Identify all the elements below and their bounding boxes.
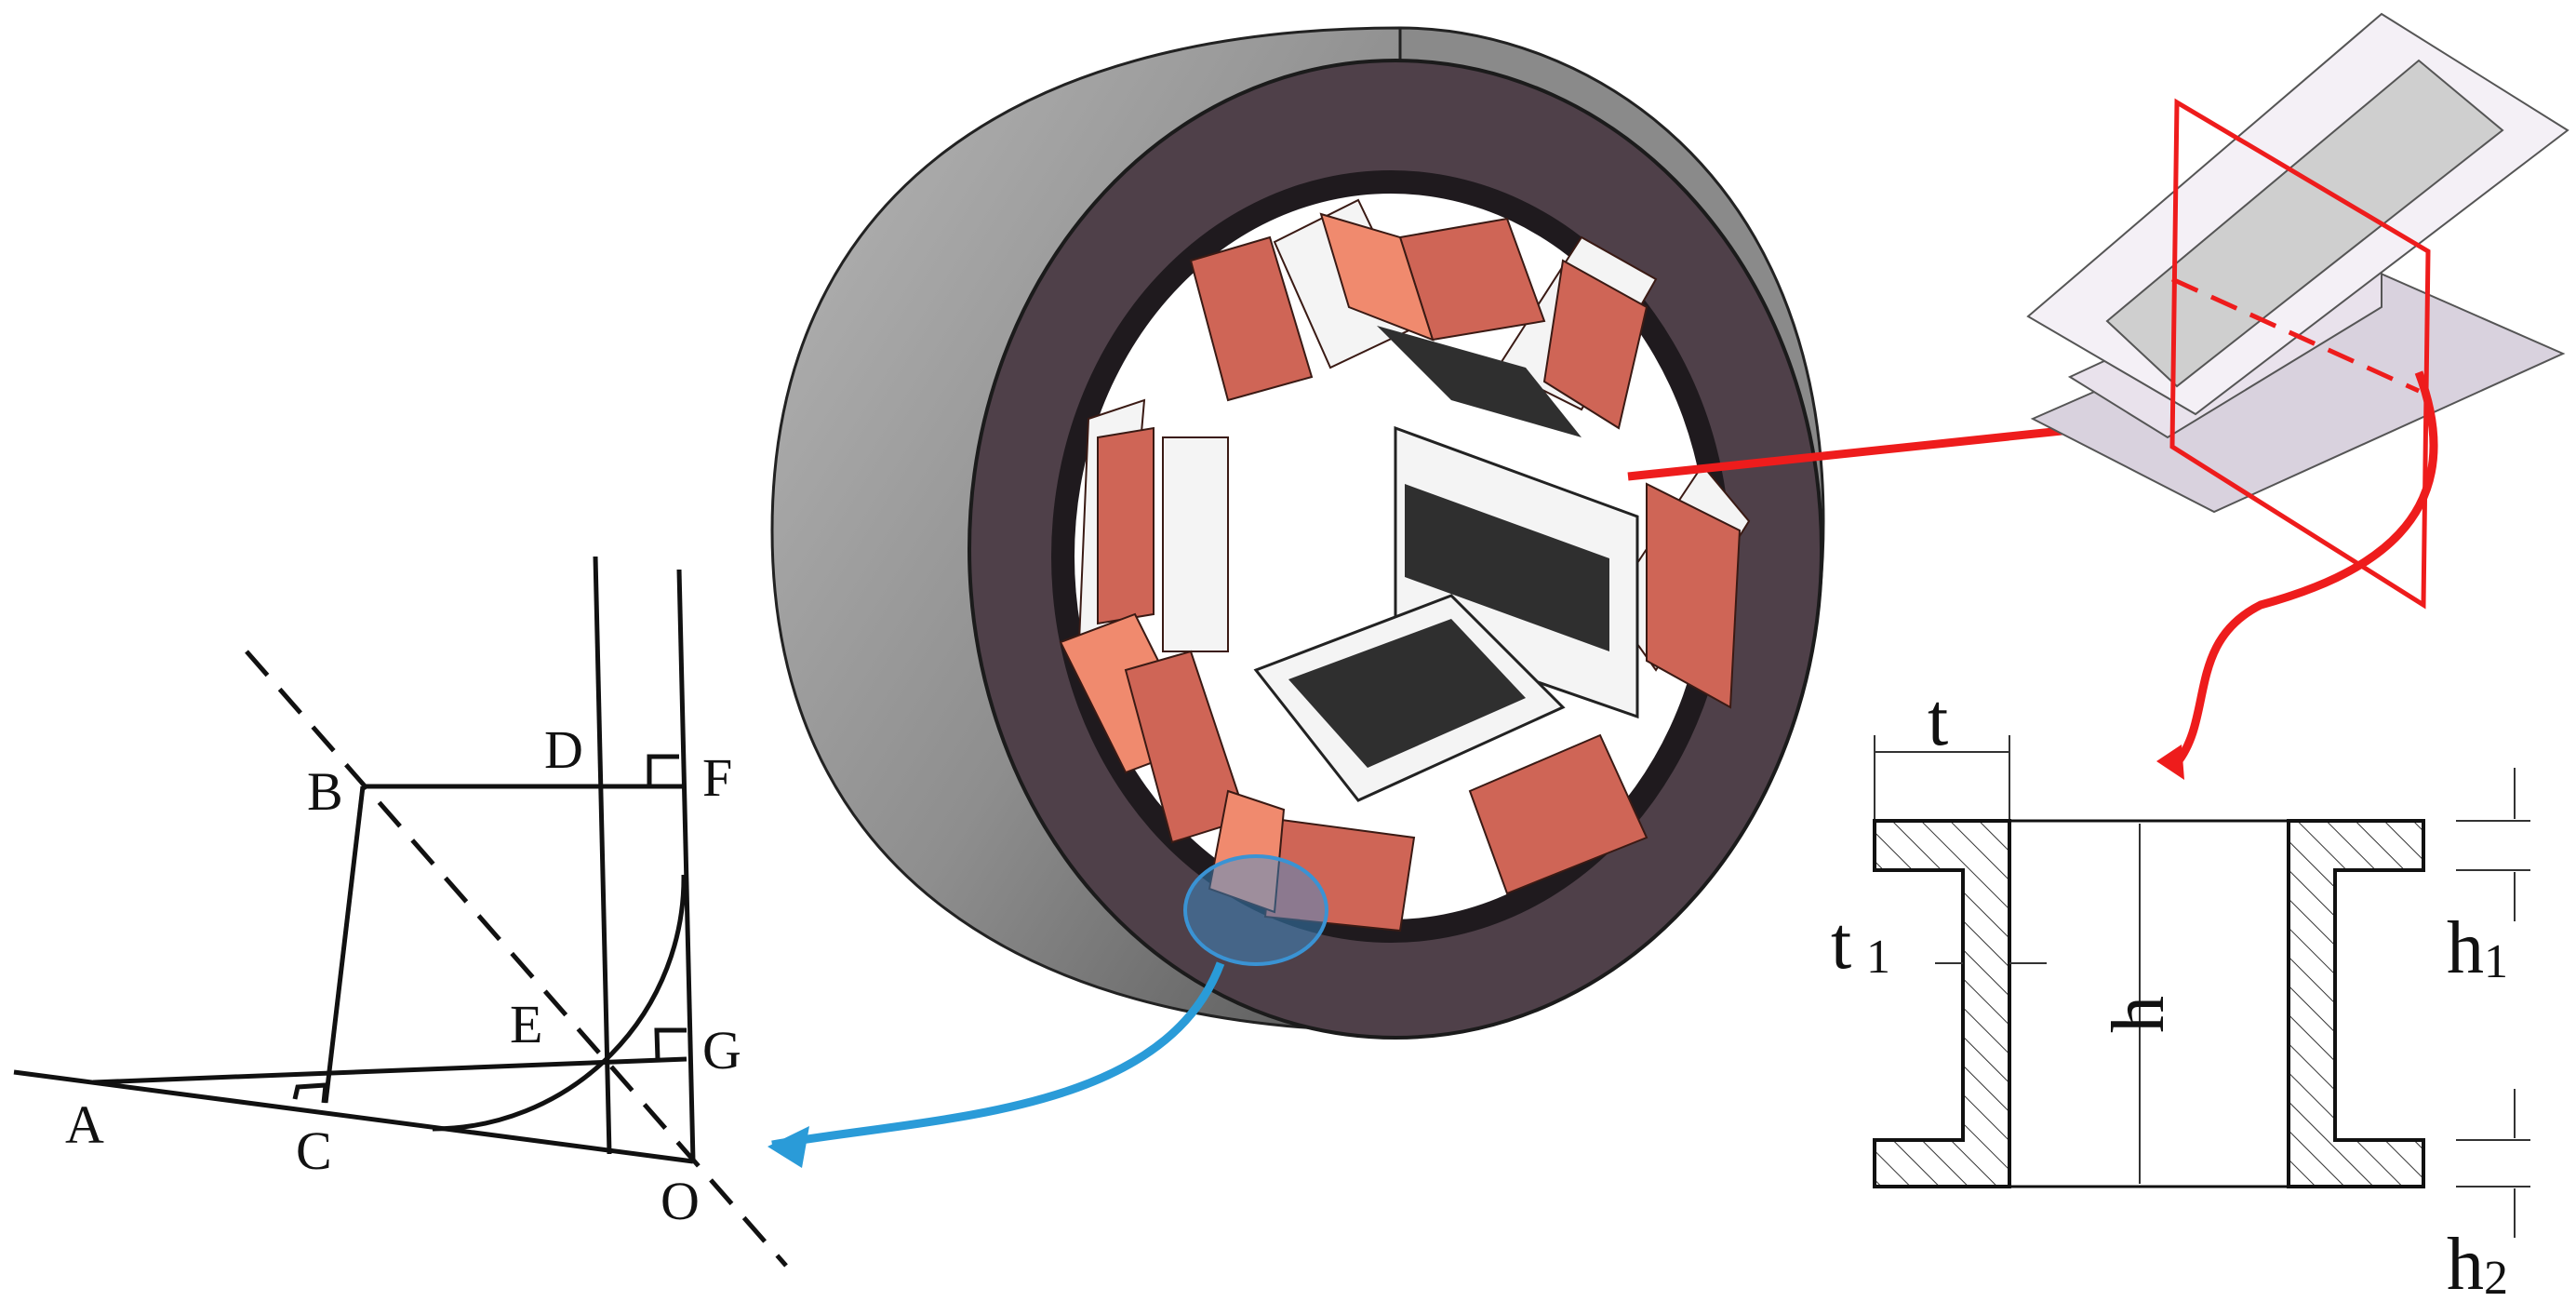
section-left (1873, 819, 2011, 1188)
magnet (1288, 619, 1526, 768)
bobbin-slot (2105, 59, 2504, 388)
square-corner-icon (654, 1027, 687, 1061)
coil (1542, 259, 1648, 430)
curved-arrow-icon (767, 1126, 809, 1168)
dim-h2-sub: 2 (2484, 1252, 2508, 1305)
square-corner-icon (292, 1082, 328, 1104)
label-F: F (702, 747, 732, 808)
tangent-arc (432, 874, 687, 1132)
tangent-construction-diagram (13, 556, 788, 1268)
label-O: O (661, 1171, 700, 1231)
section-plane (2169, 98, 2431, 610)
dim-h: h (2098, 996, 2180, 1033)
label-D: D (544, 719, 583, 780)
coil (1097, 426, 1155, 625)
dim-h1: h (2447, 907, 2484, 989)
square-corner-icon (647, 754, 679, 786)
stator-coils (1059, 198, 1751, 933)
dim-t1-sub: 1 (1866, 931, 1890, 984)
motor-3d-model (767, 26, 1825, 1168)
dim-h2: h (2447, 1224, 2484, 1306)
label-E: E (510, 994, 542, 1054)
curved-arrow-icon (771, 961, 1225, 1149)
bobbin-cross-section: t t 1 h h 1 h 2 (1831, 679, 2530, 1306)
line-through-F (676, 569, 696, 1162)
section-plane-hidden (2170, 276, 2421, 394)
coil (1468, 733, 1648, 895)
curved-arrow-icon (2173, 370, 2438, 766)
label-A: A (65, 1094, 104, 1155)
label-G: G (702, 1020, 741, 1080)
coil (1189, 235, 1314, 402)
callout-leader (1627, 423, 2089, 481)
coil-frame (1162, 436, 1229, 652)
rotor (1253, 326, 1639, 802)
coil (1208, 789, 1286, 914)
line-B-C (323, 785, 366, 1104)
point-labels: A B C D E F G O (65, 719, 741, 1231)
dim-t1: t (1831, 903, 1851, 985)
label-B: B (307, 761, 343, 822)
curved-arrow-icon (2156, 745, 2184, 780)
magnet (1405, 484, 1609, 651)
coil (1319, 212, 1435, 342)
highlight-region (1183, 854, 1328, 966)
line-A-O (13, 1069, 694, 1164)
label-C: C (296, 1120, 332, 1181)
dim-h1-sub: 1 (2484, 935, 2508, 988)
line-A-G (92, 1056, 687, 1085)
dim-t: t (1928, 679, 1948, 761)
coil (1646, 482, 1742, 709)
dashed-bisector (245, 650, 788, 1268)
bobbin-3d (2026, 12, 2569, 780)
dimension-lines (1874, 735, 2530, 1238)
line-through-D (593, 556, 612, 1155)
magnet (1377, 326, 1582, 437)
section-right (2287, 819, 2425, 1188)
